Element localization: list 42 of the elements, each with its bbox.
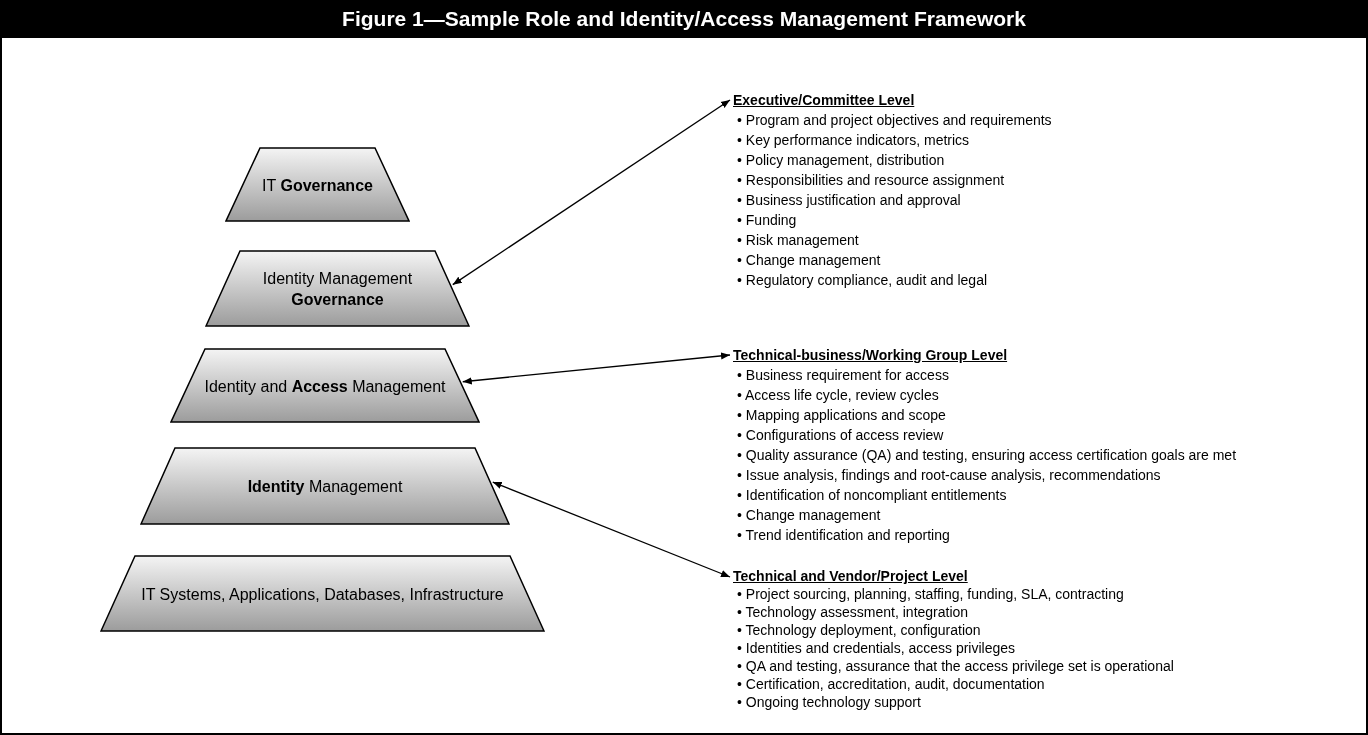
bullet-item: • Risk management [736,231,860,250]
bullet-item: • QA and testing, assurance that the access privilege set is operational [736,657,1174,675]
bullet-item: • Business justification and approval [736,191,962,210]
bullet-item: • Access life cycle, review cycles [736,386,940,405]
pyramid-level [140,447,510,525]
pyramid-level [225,147,410,222]
bullet-item: • Responsibilities and resource assignment [736,171,1006,190]
bullet-item: • Technology assessment, integration [736,603,970,621]
level-heading: Technical and Vendor/Project Level [733,567,969,585]
level-label: Identity Management [246,476,404,497]
pyramid-level [205,250,470,327]
bullet-item: • Project sourcing, planning, staffing, funding, SLA, contracting [736,585,1125,603]
level-heading: Executive/Committee Level [733,91,916,110]
level-heading: Technical-business/Working Group Level [733,346,1009,365]
bullet-item: • Policy management, distribution [736,151,946,170]
arrow [492,481,731,578]
bullet-item: • Identities and credentials, access privileges [736,639,1017,657]
bullet-item: • Mapping applications and scope [736,406,947,425]
level-label: IT Governance [261,175,374,195]
arrow [462,352,731,385]
bullet-item: • Identification of noncompliant entitlements [736,486,1008,505]
bullet-item: • Issue analysis, findings and root-cause analysis, recommendations [736,466,1162,485]
bullet-item: • Key performance indicators, metrics [736,131,971,150]
level-label: Identity and Access Management [203,376,447,396]
bullet-item: • Configurations of access review [736,426,945,445]
pyramid-level [100,555,545,632]
figure-title: Figure 1—Sample Role and Identity/Access Management Framework [0,0,1368,38]
bullet-item: • Quality assurance (QA) and testing, ensuring access certification goals are met [736,446,1237,465]
bullet-item: • Certification, accreditation, audit, documentation [736,675,1046,693]
bullet-item: • Business requirement for access [736,366,950,385]
bullet-item: • Funding [736,211,798,230]
level-label: IT Systems, Applications, Databases, Infrastructure [140,584,505,604]
pyramid-level [170,348,480,423]
bullet-item: • Trend identification and reporting [736,526,951,545]
bullet-item: • Technology deployment, configuration [736,621,982,639]
arrow [452,99,731,286]
bullet-item: • Program and project objectives and requirements [736,111,1052,130]
bullet-item: • Change management [736,506,882,525]
bullet-item: • Change management [736,251,882,270]
bullet-item: • Ongoing technology support [736,693,922,711]
level-label: Identity Management Governance [261,268,414,310]
bullet-item: • Regulatory compliance, audit and legal [736,271,989,290]
